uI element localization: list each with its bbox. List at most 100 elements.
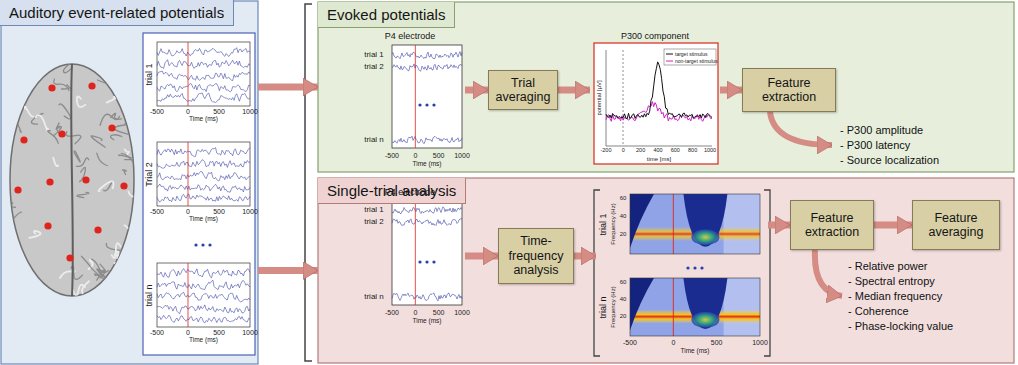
gyrus (53, 158, 58, 166)
electrode-dot (120, 182, 127, 189)
trial-label: trial 2 (364, 63, 384, 71)
tick-label: 500 (213, 208, 225, 215)
feature-item: - P300 amplitude (840, 125, 923, 136)
ellipsis-dot (425, 260, 428, 263)
gyrus (10, 198, 16, 207)
gyrus (120, 261, 126, 270)
trial-label: trial n (144, 284, 153, 306)
electrode-dot (58, 130, 65, 137)
gyrus (19, 54, 28, 61)
axis-title: time [ms] (647, 156, 671, 162)
tick-label: 0 (413, 309, 417, 316)
ellipsis-dot (693, 266, 696, 269)
power-blob (691, 312, 719, 328)
gyrus (97, 73, 108, 84)
gyrus (122, 73, 129, 87)
box-label: Feature extraction (746, 76, 832, 105)
panel-title: Auditory event-related potentials (0, 0, 234, 26)
stimulus-line (673, 278, 674, 336)
plot-title: P300 component (590, 31, 720, 41)
tick-label: 500 (433, 152, 445, 159)
trial-label: trial 2 (364, 218, 384, 226)
ellipsis-dot (425, 103, 428, 106)
trial-label: trial 1 (364, 51, 384, 59)
gyrus (82, 281, 89, 295)
erp-trace (606, 62, 712, 119)
trials-box (143, 33, 255, 355)
gyrus (125, 110, 135, 124)
cone-of-influence (630, 194, 654, 248)
legend-sample (666, 61, 673, 62)
electrode-dot (44, 222, 51, 229)
tick-label: 0 (186, 208, 190, 215)
gyrus (104, 278, 112, 295)
tick-label: 40 (620, 213, 627, 219)
tick-label: 400 (653, 148, 662, 154)
trial-label: trial 1 (144, 63, 153, 85)
gyrus (9, 279, 18, 287)
gyrus (77, 192, 89, 197)
stimulus-line (188, 42, 189, 106)
ellipsis-dot (194, 243, 197, 246)
tick-label: 0 (413, 152, 417, 159)
gyrus (112, 263, 128, 280)
flow-arrow (258, 84, 318, 91)
flow-arrow (874, 222, 912, 229)
trial-label: trial n (364, 293, 384, 301)
gyrus (97, 153, 108, 166)
box-label: Feature averaging (916, 211, 996, 240)
electrode-dot (94, 226, 101, 233)
ellipsis-dot (432, 103, 435, 106)
tick-label: 40 (620, 296, 627, 302)
plot-frame (630, 278, 760, 336)
stimulus-line (673, 194, 674, 254)
axis-title: Time (ms) (412, 318, 441, 325)
axis-title: Frequency (Hz) (610, 203, 616, 244)
panel-ground (318, 178, 1014, 363)
gyrus (125, 225, 137, 237)
tick-label: -500 (150, 329, 164, 336)
gyrus (82, 256, 100, 275)
process-box: Feature extraction (790, 200, 874, 250)
tick-label: 0 (186, 329, 190, 336)
tick-label: 800 (688, 148, 697, 154)
eeg-trace (392, 52, 462, 59)
axis-title: Time (ms) (189, 216, 218, 223)
ellipsis-dot (686, 266, 689, 269)
gyrus (74, 151, 80, 162)
axis-title: Time (ms) (680, 348, 709, 355)
eeg-trace (157, 84, 250, 93)
spectrogram-region (724, 278, 760, 336)
feature-item: - Relative power (848, 261, 927, 272)
gyrus (106, 243, 123, 251)
flow-arrow (574, 253, 596, 260)
tick-label: 200 (636, 148, 645, 154)
trial-label: trial 1 (599, 213, 608, 235)
leader-arrow (815, 250, 842, 296)
process-box: Time-frequency analysis (498, 228, 574, 284)
spectrogram-region (724, 194, 760, 254)
flow-arrow (258, 267, 318, 274)
gyrus (114, 125, 132, 135)
gyrus (112, 243, 121, 258)
gyrus (117, 98, 131, 106)
gyrus (91, 136, 105, 147)
gyrus (111, 135, 122, 140)
electrode-dot (108, 124, 115, 131)
process-box: Feature extraction (742, 68, 836, 112)
feature-item: - Median frequency (848, 291, 942, 302)
axis-title: Time (ms) (189, 337, 218, 344)
gyrus (48, 131, 59, 144)
eeg-trace (157, 194, 250, 202)
axis-title: potential [µV] (596, 80, 602, 115)
gyrus (36, 115, 48, 132)
eeg-trace (157, 280, 250, 289)
gyrus (98, 181, 113, 191)
plot-panel: P300 component (590, 30, 720, 166)
tick-label: -500 (385, 152, 399, 159)
gyrus (103, 68, 119, 90)
gyrus (104, 279, 108, 287)
tick-label: 0 (186, 108, 190, 115)
tick-label: 600 (671, 148, 680, 154)
stimulus-line (623, 50, 624, 146)
